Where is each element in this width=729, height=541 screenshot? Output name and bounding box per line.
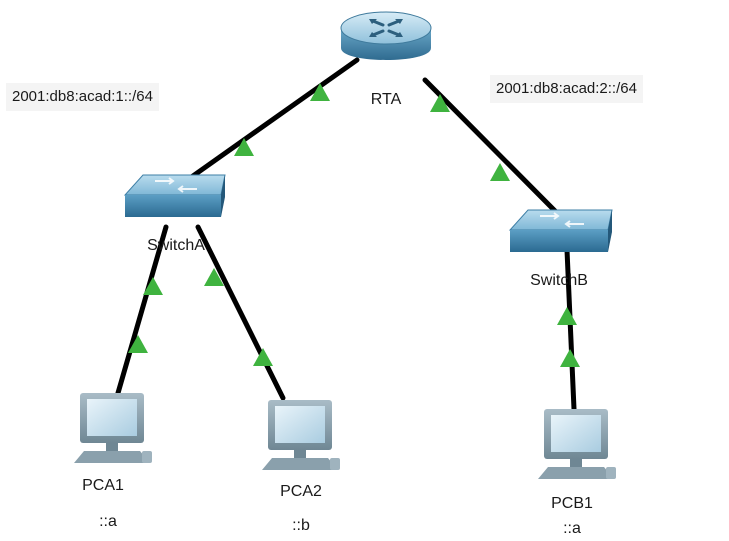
pc-icon[interactable] [74,393,152,463]
link-up-indicator [490,163,510,181]
link-rta-switchb[interactable] [422,77,565,221]
device-label-rta: RTA [370,91,402,108]
network-label-a: 2001:db8:acad:1::/64 [6,83,159,111]
router-icon[interactable] [340,11,432,60]
pc-icon[interactable] [538,409,616,479]
switch-icon[interactable] [508,209,613,252]
link-up-indicator [143,277,163,295]
link-indicators [128,83,580,367]
device-label-pca2: PCA2 [280,483,322,500]
link-up-indicator [234,138,254,156]
links [115,57,577,412]
host-address-pcb1: ::a [563,520,581,537]
network-label-b: 2001:db8:acad:2::/64 [490,75,643,103]
link-up-indicator [204,268,224,286]
host-address-pca1: ::a [99,513,117,530]
link-up-indicator [128,335,148,353]
switch-icon[interactable] [123,174,226,217]
device-label-switcha: SwitchA [147,237,205,254]
pc-icon[interactable] [262,400,340,470]
link-switcha-pca2[interactable] [195,224,286,401]
link-switcha-pca1[interactable] [115,224,169,396]
host-address-pca2: ::b [292,517,310,534]
link-rta-switcha[interactable] [180,57,360,186]
link-up-indicator [557,307,577,325]
device-label-switchb: SwitchB [530,272,588,289]
link-up-indicator [310,83,330,101]
link-switchb-pcb1[interactable] [564,247,577,412]
device-label-pcb1: PCB1 [551,495,593,512]
link-up-indicator [430,94,450,112]
link-up-indicator [253,348,273,366]
device-label-pca1: PCA1 [82,477,124,494]
link-up-indicator [560,349,580,367]
